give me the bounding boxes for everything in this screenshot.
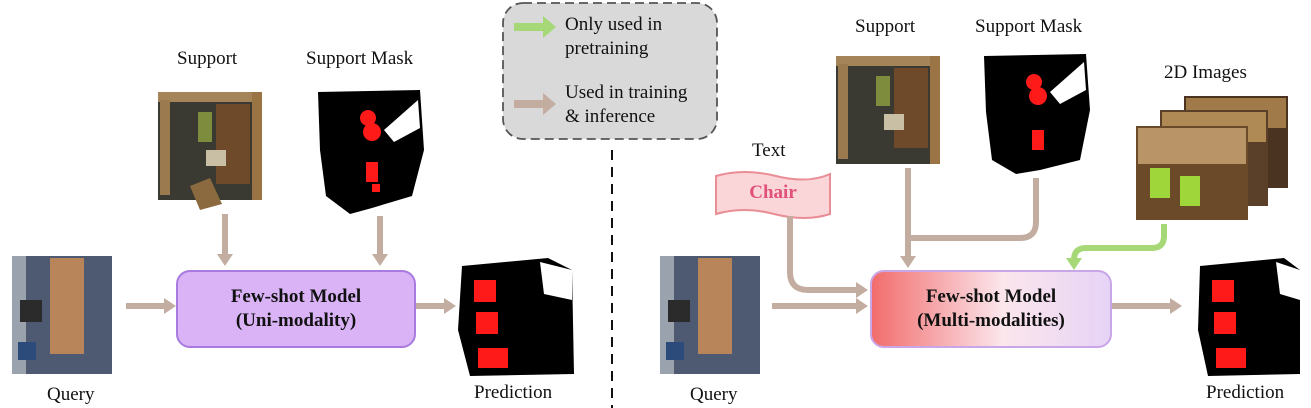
- right-few-shot-model-box: Few-shot Model (Multi-modalities): [870, 270, 1112, 348]
- text-chair-box: [715, 171, 831, 219]
- left-support-arrow: [217, 214, 233, 266]
- left-prediction-label: Prediction: [474, 382, 553, 403]
- right-query-label: Query: [690, 384, 738, 405]
- left-few-shot-model-box: Few-shot Model (Uni-modality): [176, 270, 416, 348]
- legend-green-arrow: [514, 16, 556, 38]
- left-model-title: Few-shot Model: [230, 286, 362, 307]
- legend-brown-line1: Used in training: [565, 82, 688, 103]
- right-2d-images: [1136, 96, 1288, 220]
- left-support-label: Support: [177, 48, 238, 69]
- left-model-subtitle: (Uni-modality): [235, 310, 357, 331]
- right-support-mask-label: Support Mask: [975, 16, 1083, 37]
- right-query-image: [660, 256, 760, 374]
- right-support-merge-arrow: [900, 168, 1039, 268]
- text-chair-label: Chair: [749, 182, 797, 203]
- right-prediction-image: [1198, 258, 1300, 376]
- legend-green-line2: pretraining: [565, 38, 649, 59]
- right-support-label: Support: [855, 16, 916, 37]
- right-support-mask-image: [984, 54, 1090, 174]
- left-mask-arrow: [372, 216, 388, 266]
- left-query-image: [12, 256, 112, 374]
- right-prediction-label: Prediction: [1206, 382, 1285, 403]
- right-text-arrow: [787, 216, 868, 298]
- left-support-mask-image: [318, 90, 424, 214]
- left-query-arrow: [126, 298, 176, 314]
- legend-box: [502, 2, 718, 140]
- right-output-arrow: [1110, 298, 1182, 314]
- legend-brown-arrow: [514, 93, 556, 115]
- right-support-image: [836, 56, 940, 164]
- right-query-arrow: [772, 298, 868, 314]
- right-text-label: Text: [752, 140, 786, 161]
- left-support-mask-label: Support Mask: [306, 48, 414, 69]
- right-2d-images-arrow: [1066, 224, 1167, 270]
- left-support-image: [158, 92, 262, 210]
- right-model-subtitle: (Multi-modalities): [917, 310, 1065, 331]
- left-query-label: Query: [47, 384, 95, 405]
- left-output-arrow: [414, 298, 456, 314]
- right-2d-images-label: 2D Images: [1164, 62, 1247, 83]
- legend-green-line1: Only used in: [565, 14, 663, 35]
- right-model-title: Few-shot Model: [925, 286, 1057, 307]
- legend-brown-line2: & inference: [565, 106, 656, 127]
- legend-brown-text: Used in training & inference: [565, 81, 687, 129]
- left-prediction-image: [458, 258, 574, 376]
- legend-green-text: Only used in pretraining: [565, 13, 662, 61]
